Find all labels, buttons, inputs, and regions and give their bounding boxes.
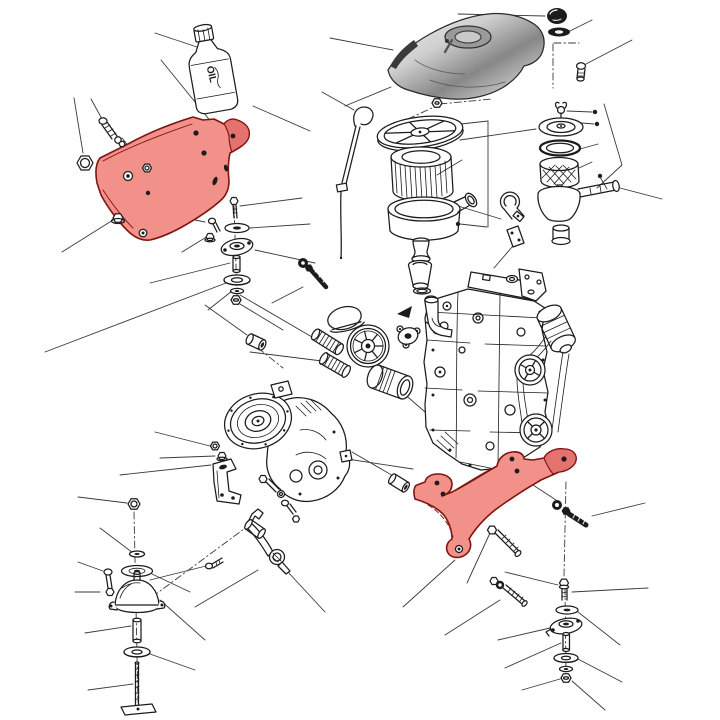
mount-bolt: [558, 578, 570, 601]
long-bolt-left: [489, 576, 528, 607]
seal-ring: [538, 139, 582, 157]
cap-nut-washer: Plain washer: [548, 27, 570, 37]
long-bolt: [486, 525, 522, 557]
upper-hose: [310, 328, 345, 356]
air-cleaner-body: [387, 192, 478, 241]
mount-nut: [560, 673, 572, 683]
mount-bolt: [229, 196, 239, 219]
oil-bottle: Engine oil bottle OIL: [188, 23, 239, 115]
hose-clamp: Hose clamp: [499, 191, 525, 223]
side-bolt: [204, 217, 221, 243]
mount-spacer: [562, 631, 571, 653]
fan-pulley: [346, 324, 390, 368]
mounting-strap: Mounting strap plate: [506, 225, 525, 248]
oil-filter: [366, 364, 414, 400]
pointer-arrow: Pointer arrow: [397, 306, 412, 318]
long-stud: [120, 661, 157, 716]
gearbox-nuts: [209, 441, 228, 462]
generator: [536, 304, 576, 354]
mount-nut: [127, 498, 141, 510]
cap-nut: Dome cap nut: [547, 8, 567, 24]
rear-bracket-bolts: Bracket fixing bolts and pin: [387, 473, 589, 557]
mount-plate: [545, 617, 583, 637]
dome-mount: [108, 570, 166, 614]
gearbox-bolts: [258, 474, 301, 523]
front-bracket-fasteners: Bracket bolts and nuts: [76, 117, 153, 225]
bottom-left-mount: Engine mounting - dome buffer stack: [103, 498, 166, 716]
mount-spacer: [232, 254, 241, 274]
fork-lever: [246, 508, 291, 575]
nut-on-bracket: [141, 163, 153, 173]
shield-nut: [431, 98, 443, 108]
intake-elbow: Intake funnel and elbow: [407, 259, 453, 338]
angle-bracket: Water pump, hoses, fan pulley and oil fi…: [212, 458, 242, 505]
water-pump-group: Water pump, hoses, fan pulley and oil fi…: [245, 305, 414, 400]
engine: Engine assembly: [423, 268, 576, 471]
air-cleaner-bowl: [537, 179, 620, 222]
side-bolt: [103, 568, 115, 597]
mount-washer: [224, 222, 250, 234]
alt-bush: [551, 224, 571, 246]
mount-spacer: [132, 617, 142, 644]
small-washer: [128, 550, 146, 558]
mesh-element: [539, 156, 580, 189]
cup-washer: [123, 646, 151, 658]
front-mount-stack: Mounting pad, spacer and washers: [204, 196, 329, 305]
mount-plate: [220, 237, 254, 257]
air-cleaner-main: Air cleaner assembly: [376, 115, 478, 267]
large-nut: [76, 155, 94, 171]
oil-bottle-label: OIL: [204, 65, 219, 84]
small-washer: [558, 665, 574, 673]
rubber-bush: [245, 333, 267, 351]
lower-hose: [318, 352, 352, 378]
fitting-bolt: Small fixing bolt: [575, 62, 587, 82]
bottom-right-mount: Engine mounting - pad and fixing stack: [489, 576, 583, 683]
air-cleaner-alt: Air cleaner - alternative type: [537, 101, 620, 246]
thermostat-flange: Flanged housing: [396, 325, 421, 349]
water-pump-pulley: [514, 354, 546, 386]
small-washer: [229, 287, 245, 295]
clevis-pin: [244, 519, 266, 539]
bracket-bolt: [98, 117, 126, 148]
cup-washer: [553, 652, 579, 664]
cup-washer: [223, 274, 251, 286]
dark-bolt-washer: [298, 258, 329, 290]
heat-shield: Heat shield panel: [387, 12, 545, 108]
air-filter-element: [390, 146, 454, 202]
mount-washer: [555, 605, 579, 615]
mount-nut: [230, 295, 242, 305]
dipstick: Oil dipstick: [335, 106, 374, 260]
flange-nut: [110, 213, 126, 225]
rear-bracket[interactable]: Engine mounting bracket - rear (highligh…: [413, 448, 577, 559]
air-cleaner-cap: [376, 115, 464, 152]
wing-nut: [554, 101, 568, 119]
leader-lines: Callout leader lines: [44, 13, 663, 711]
crank-pulley: [519, 413, 553, 447]
gearbox-group: Gearbox with clutch housing, bracket, le…: [204, 380, 353, 575]
front-bracket[interactable]: Engine mounting bracket - front (highlig…: [95, 116, 251, 242]
top-plate: [270, 380, 293, 399]
roll-pin: [387, 473, 411, 493]
water-pump-housing: [327, 305, 365, 333]
small-bolt: [204, 557, 224, 570]
air-cleaner-lid: [538, 117, 584, 137]
dark-bolt: [552, 500, 589, 528]
clutch-housing: [223, 392, 293, 450]
